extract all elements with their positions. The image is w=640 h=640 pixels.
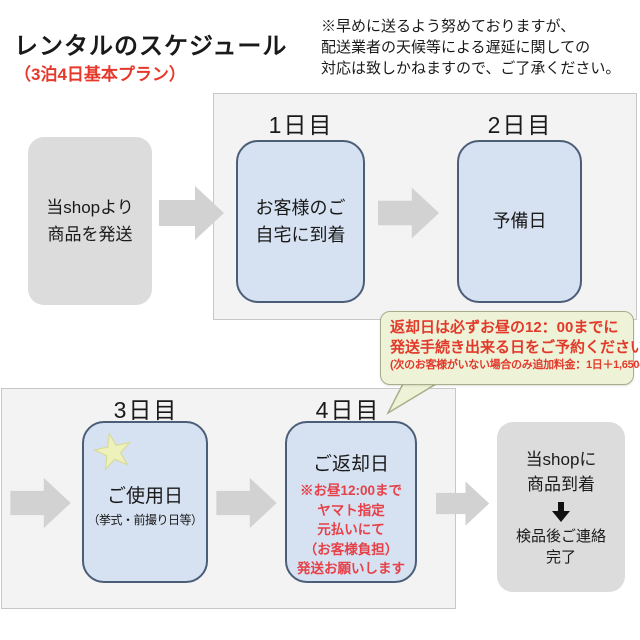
day2-box: 予備日 [457, 140, 582, 303]
day4-box-return-notes: ※お昼12:00まで ヤマト指定 元払いにて （お客様負担） 発送お願いします [297, 481, 405, 579]
day4-label: 4日目 [315, 397, 381, 423]
day2-label: 2日目 [487, 112, 553, 138]
end-box-line-2: 商品到着 [527, 474, 595, 494]
shipping-note: ※早めに送るよう努めておりますが、 配送業者の天候等による遅延に関しての 対応は… [321, 16, 637, 79]
start-box-line-2: 商品を発送 [47, 225, 133, 244]
day4-box-title: ご返却日 [312, 454, 389, 475]
return-deadline-callout: 返却日は必ずお昼の12：00までに 発送手続き出来る日をご予約ください (次のお… [380, 311, 640, 385]
end-box-line-1: 当shopに [525, 449, 597, 469]
start-box: 当shopより 商品を発送 [28, 137, 152, 305]
day3-label: 3日目 [113, 397, 179, 423]
flow-arrow-icon [378, 187, 440, 239]
day4-box: ご返却日 ※お昼12:00まで ヤマト指定 元払いにて （お客様負担） 発送お願… [285, 421, 417, 583]
day3-box-title: ご使用日 [106, 486, 183, 507]
day4-note-line-3: 元払いにて [317, 522, 385, 537]
end-box-line-4: 完了 [545, 548, 576, 566]
star-icon [92, 431, 132, 472]
page-title: レンタルのスケジュール [14, 33, 288, 60]
day4-note-line-5: 発送お願いします [297, 561, 405, 576]
day4-note-line-1: ※お昼12:00まで [299, 483, 403, 498]
day3-box-subtitle: （挙式・前撮り日等） [87, 513, 203, 527]
end-box-line-3: 検品後ご連絡 [515, 527, 606, 545]
callout-line-1: 返却日は必ずお昼の12：00までに [390, 319, 619, 336]
note-line-3: 対応は致しかねますので、ご了承ください。 [321, 60, 621, 77]
day1-label: 1日目 [268, 112, 334, 138]
day4-note-line-2: ヤマト指定 [317, 502, 385, 518]
day4-note-line-4: （お客様負担） [303, 541, 399, 557]
day2-box-text: 予備日 [492, 211, 547, 231]
flow-arrow-icon [436, 481, 490, 526]
day1-box-line-1: お客様のご [255, 197, 346, 218]
note-line-1: ※早めに送るよう努めておりますが、 [321, 18, 576, 35]
day1-box: お客様のご 自宅に到着 [236, 140, 365, 303]
flow-arrow-icon [216, 477, 277, 529]
flow-arrow-icon [10, 477, 71, 529]
callout-line-3: (次のお客様がいない場合のみ追加料金：1日＋1,650en) [390, 359, 640, 371]
note-line-2: 配送業者の天候等による遅延に関しての [321, 39, 591, 56]
callout-line-2: 発送手続き出来る日をご予約ください [390, 339, 640, 356]
start-box-line-1: 当shopより [46, 198, 134, 217]
down-arrow-icon [552, 501, 570, 522]
day3-box: ご使用日 （挙式・前撮り日等） [82, 421, 208, 583]
flow-arrow-icon [159, 186, 224, 240]
day1-box-line-2: 自宅に到着 [255, 224, 346, 245]
plan-subtitle: （3泊4日基本プラン） [14, 65, 186, 84]
end-box: 当shopに 商品到着 検品後ご連絡 完了 [497, 422, 625, 592]
